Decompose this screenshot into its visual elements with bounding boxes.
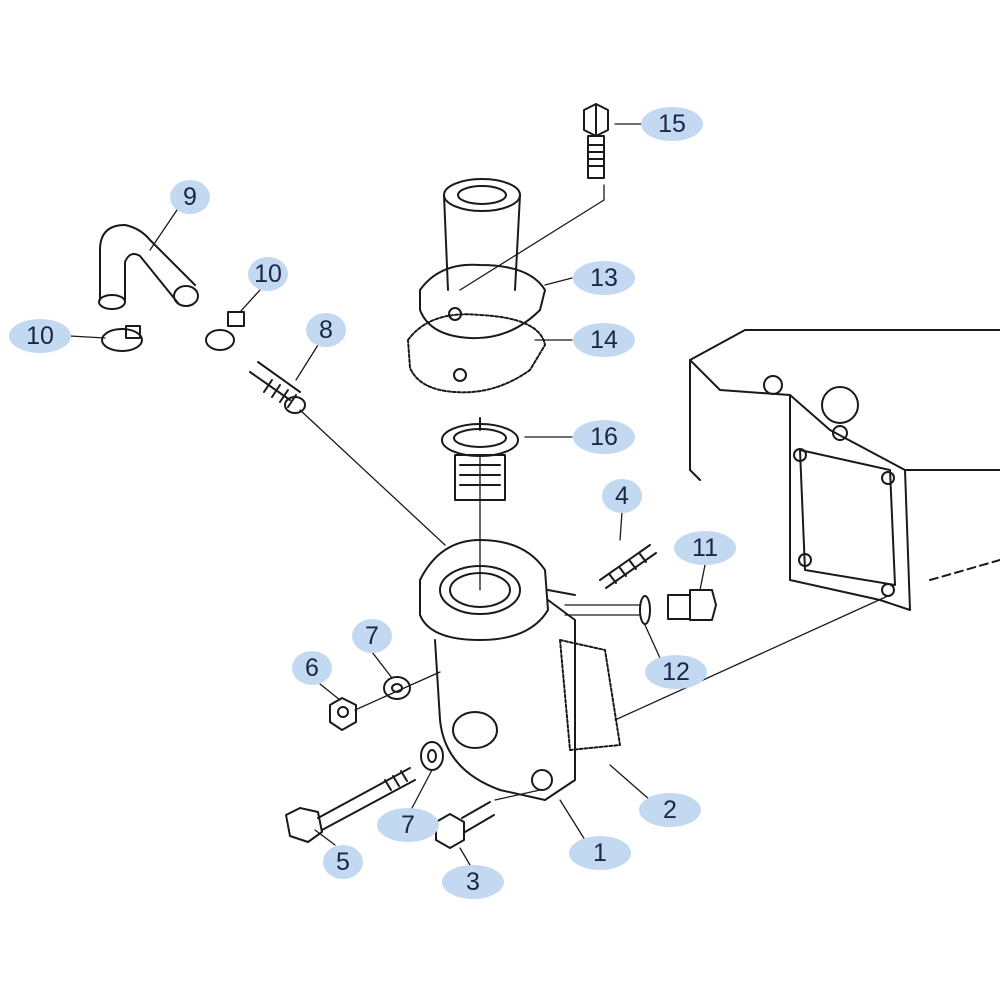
hose-9 xyxy=(98,224,199,310)
callout-4[interactable]: 4 xyxy=(602,479,642,513)
callout-8[interactable]: 8 xyxy=(306,313,346,347)
callout-5[interactable]: 5 xyxy=(323,845,363,879)
callout-7-lower[interactable]: 7 xyxy=(377,808,439,842)
leader-lines xyxy=(69,123,891,866)
nut-6 xyxy=(329,697,357,731)
plug-11 xyxy=(667,589,717,621)
callout-15[interactable]: 15 xyxy=(641,107,703,141)
callout-9[interactable]: 9 xyxy=(170,180,210,214)
stud-4 xyxy=(599,544,657,589)
callout-2[interactable]: 2 xyxy=(639,793,701,827)
bolt-3 xyxy=(435,801,495,849)
callout-1[interactable]: 1 xyxy=(569,836,631,870)
callout-10-left[interactable]: 10 xyxy=(9,319,71,353)
clamp-10-right xyxy=(205,311,245,351)
callout-16[interactable]: 16 xyxy=(573,420,635,454)
callout-10-right[interactable]: 10 xyxy=(248,257,288,291)
gasket-14 xyxy=(407,313,546,394)
washer-7-lower xyxy=(420,741,444,771)
thermostat-16 xyxy=(441,417,519,501)
engine-block xyxy=(689,329,1000,611)
washer-7-upper xyxy=(383,676,411,700)
callout-6[interactable]: 6 xyxy=(292,651,332,685)
washer-12 xyxy=(639,595,651,625)
callout-11[interactable]: 11 xyxy=(674,531,736,565)
bolt-15 xyxy=(583,103,609,179)
callout-13[interactable]: 13 xyxy=(573,261,635,295)
gasket-2 xyxy=(559,639,621,751)
callout-3[interactable]: 3 xyxy=(442,865,504,899)
pipe-8 xyxy=(249,361,306,414)
clamp-10-left xyxy=(101,325,143,352)
bolt-5 xyxy=(285,767,416,843)
thermostat-cover-13 xyxy=(419,178,546,340)
callout-12[interactable]: 12 xyxy=(645,655,707,689)
callout-7-upper[interactable]: 7 xyxy=(352,619,392,653)
callout-14[interactable]: 14 xyxy=(573,323,635,357)
thermostat-housing-1 xyxy=(419,539,576,801)
